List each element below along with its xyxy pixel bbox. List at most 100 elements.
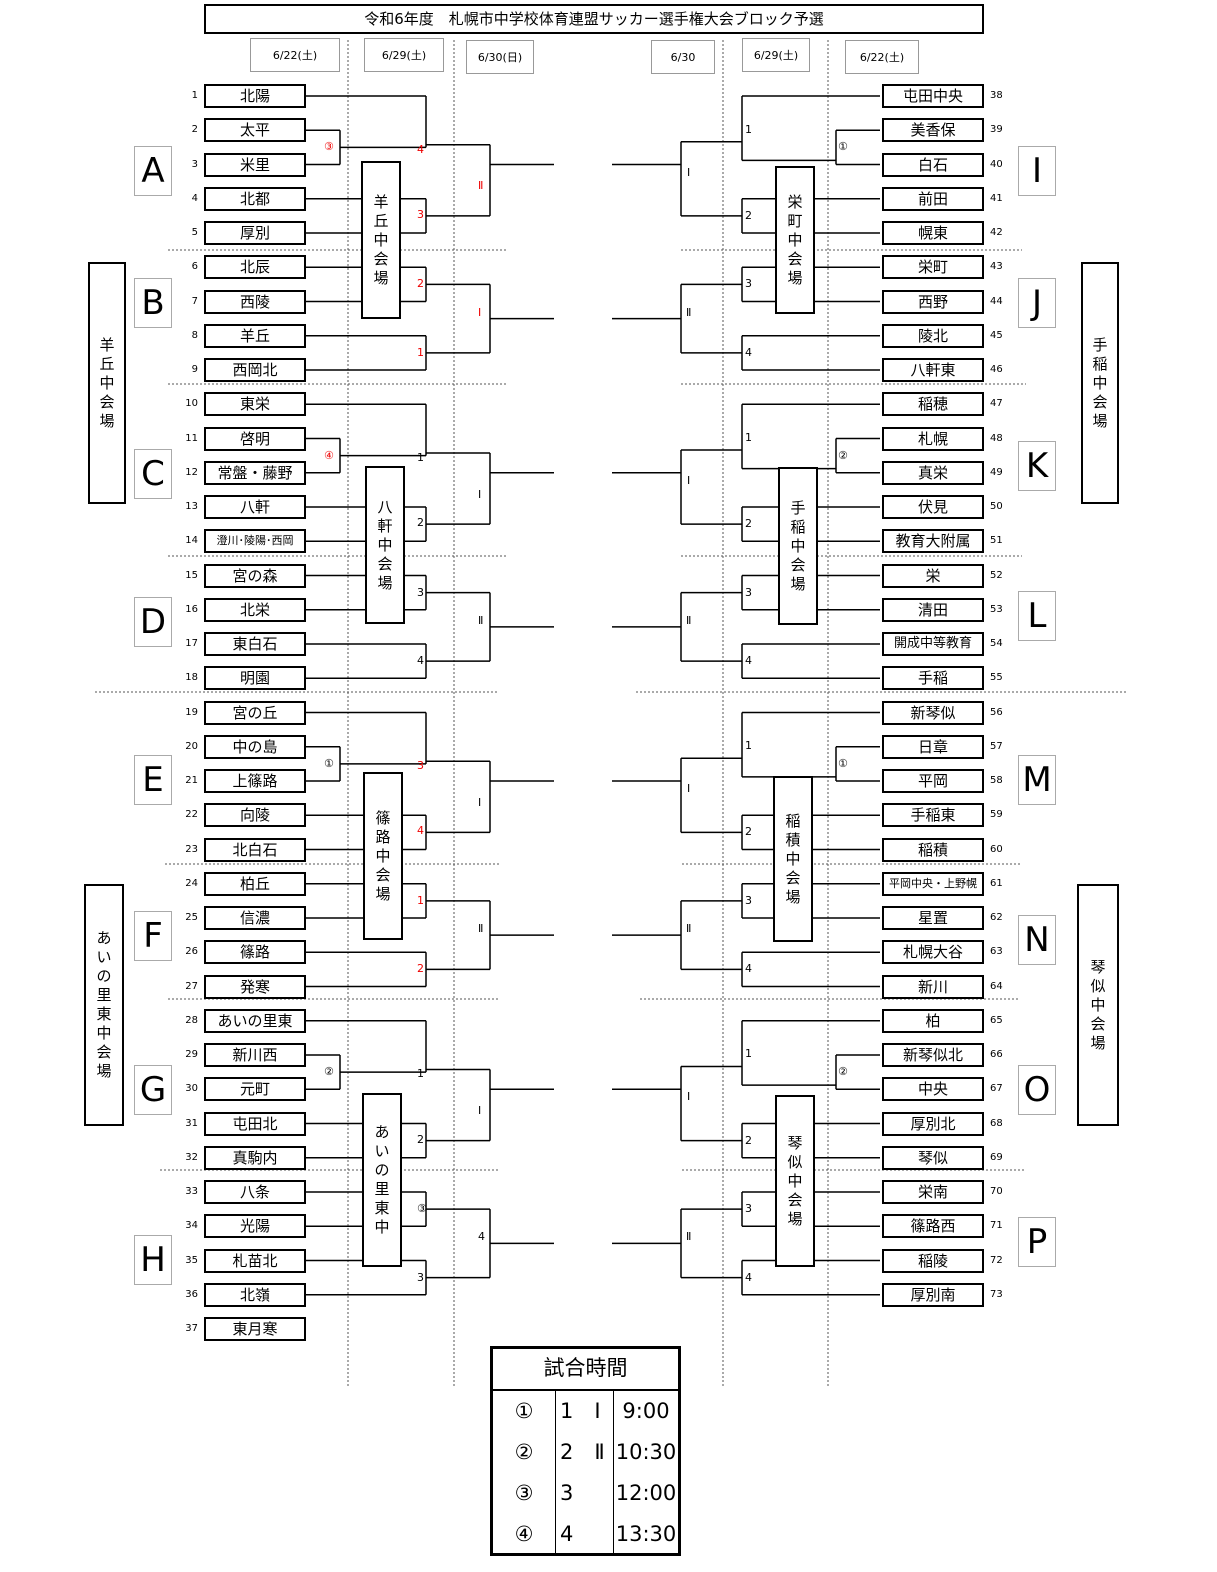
match-label: 4: [745, 345, 752, 359]
team-number: 68: [990, 1117, 1003, 1129]
team-number: 17: [185, 638, 198, 649]
team-number: 6: [191, 261, 198, 273]
block-label: N: [1018, 915, 1056, 965]
venue-text: 稲積中会場: [785, 811, 801, 906]
team-number: 37: [185, 1323, 198, 1334]
team-number: 43: [990, 261, 1003, 273]
team-number: 69: [990, 1151, 1003, 1163]
team-slot: 開成中等教育: [882, 632, 984, 656]
date-round1-left: 6/22(土): [250, 38, 340, 72]
venue-text: 手稲中会場: [1092, 335, 1108, 430]
team-number: 44: [990, 295, 1003, 307]
venue-text: 栄町中会場: [787, 192, 803, 287]
match-label: 1: [745, 1047, 752, 1061]
match-label: ①: [838, 140, 848, 154]
team-number: 34: [185, 1220, 198, 1232]
team-slot: 厚別北: [882, 1111, 984, 1136]
team-slot: 白石: [882, 152, 984, 177]
team-number: 70: [990, 1186, 1003, 1197]
block-label: C: [134, 449, 172, 499]
team-number: 57: [990, 740, 1003, 752]
match-label: 1: [417, 1067, 424, 1081]
team-number: 2: [191, 124, 198, 136]
slot-time: 9:00: [622, 1399, 670, 1423]
match-label: Ⅰ: [687, 473, 691, 487]
match-label: Ⅱ: [686, 613, 692, 627]
team-number: 64: [990, 980, 1003, 992]
venue-box: 琴似中会場: [775, 1095, 815, 1267]
team-number: 5: [191, 227, 198, 238]
block-label: H: [134, 1235, 172, 1285]
team-slot: 北陽: [204, 84, 306, 108]
team-number: 3: [191, 158, 198, 170]
slot-mark: ②: [493, 1432, 556, 1473]
team-number: 49: [990, 466, 1003, 478]
team-number: 31: [185, 1117, 198, 1129]
team-slot: 伏見: [882, 495, 984, 519]
slot-time: 12:00: [615, 1481, 677, 1505]
match-label: 3: [417, 1270, 424, 1284]
block-label: D: [134, 597, 172, 647]
team-number: 29: [185, 1049, 198, 1060]
team-slot: 美香保: [882, 118, 984, 143]
team-number: 16: [185, 603, 198, 615]
match-label: ③: [417, 1202, 427, 1216]
team-slot: あいの里東: [204, 1008, 306, 1033]
team-slot: 屯田北: [204, 1111, 306, 1136]
slot-time: 13:30: [615, 1522, 677, 1546]
team-number: 9: [191, 364, 198, 375]
team-slot: 柏丘: [204, 871, 306, 896]
team-slot: 上篠路: [204, 769, 306, 793]
match-label: 2: [417, 962, 424, 976]
team-number: 51: [990, 535, 1003, 547]
team-slot: 平岡: [882, 769, 984, 793]
block-label: A: [134, 146, 172, 196]
team-slot: 札幌: [882, 426, 984, 451]
team-number: 54: [990, 638, 1003, 649]
match-label: 4: [417, 824, 424, 838]
match-label: Ⅰ: [478, 1104, 482, 1118]
match-label: 2: [745, 208, 752, 222]
match-label: Ⅰ: [478, 795, 482, 809]
slot-round: 4: [556, 1514, 614, 1555]
team-slot: 新川: [882, 974, 984, 999]
team-slot: 新琴似: [882, 700, 984, 725]
date-round2-left: 6/29(土): [364, 38, 444, 72]
block-label: M: [1018, 755, 1056, 805]
team-slot: 教育大附属: [882, 529, 984, 554]
match-label: 4: [478, 1230, 485, 1244]
date-round3-right: 6/30: [651, 40, 715, 74]
block-label: P: [1018, 1217, 1056, 1267]
match-label: Ⅱ: [478, 922, 484, 936]
block-label: O: [1018, 1065, 1056, 1115]
team-slot: 北都: [204, 186, 306, 211]
match-label: Ⅰ: [478, 487, 482, 501]
match-label: 2: [745, 517, 752, 531]
team-slot: 八条: [204, 1180, 306, 1204]
team-slot: 宮の丘: [204, 700, 306, 725]
team-slot: 栄町: [882, 255, 984, 280]
team-number: 32: [185, 1151, 198, 1163]
team-slot: 星置: [882, 906, 984, 930]
team-number: 38: [990, 90, 1003, 101]
team-number: 27: [185, 980, 198, 992]
match-label: 3: [745, 585, 752, 599]
slot-round: 2 Ⅱ: [556, 1432, 614, 1473]
team-number: 1: [191, 90, 198, 101]
team-slot: 幌東: [882, 221, 984, 245]
team-number: 61: [990, 877, 1003, 889]
team-slot: 平岡中央・上野幌: [882, 871, 984, 896]
match-label: 1: [417, 345, 424, 359]
slot-mark: ①: [493, 1391, 556, 1432]
team-number: 65: [990, 1014, 1003, 1026]
team-slot: 羊丘: [204, 323, 306, 348]
team-slot: 真駒内: [204, 1145, 306, 1170]
team-slot: 新琴似北: [882, 1043, 984, 1067]
venue-box: 手稲中会場: [778, 467, 818, 625]
match-label: 4: [745, 654, 752, 668]
match-label: 4: [745, 1270, 752, 1284]
team-number: 21: [185, 775, 198, 786]
team-slot: 手稲: [882, 666, 984, 691]
match-label: Ⅰ: [687, 782, 691, 795]
